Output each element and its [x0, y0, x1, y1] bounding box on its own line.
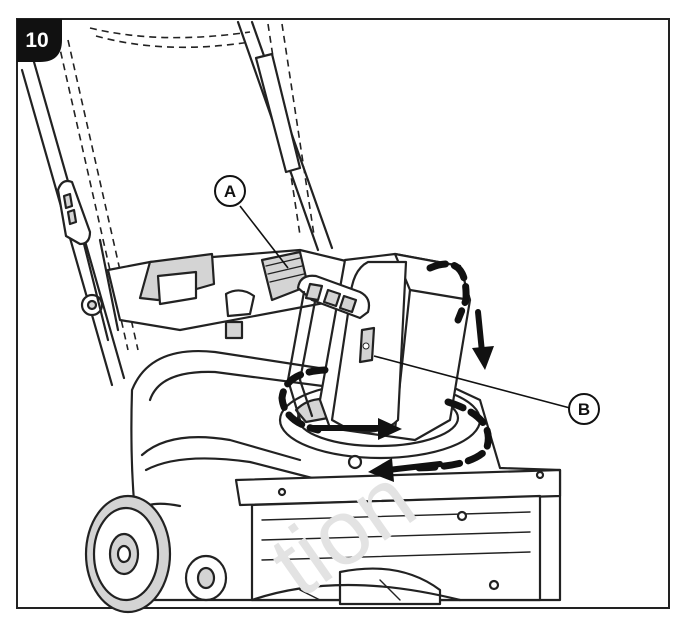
handle-grip — [56, 179, 120, 342]
callout-a-leader — [239, 205, 289, 269]
motion-path-upper-right — [426, 260, 470, 324]
wheel — [84, 494, 228, 614]
callout-leaders — [239, 205, 571, 409]
chute-crank — [286, 274, 371, 422]
motion-path-left — [278, 366, 329, 434]
arrow-down-line — [475, 309, 485, 355]
arrow-left-line — [385, 461, 443, 473]
auger — [250, 579, 462, 602]
callout-b-label: B — [578, 400, 590, 419]
motion-path-lower-right — [406, 398, 492, 472]
snow-thrower-drawing — [20, 20, 562, 614]
engine-body — [106, 248, 352, 340]
step-number: 10 — [25, 29, 48, 52]
callout-a-label: A — [224, 182, 236, 201]
rotation-indicators — [278, 260, 494, 482]
callout-a: A — [214, 175, 246, 207]
arrow-down-head — [472, 346, 494, 370]
step-badge: 10 — [17, 19, 62, 62]
callout-b-leader — [373, 355, 571, 409]
arrow-left-head — [368, 458, 394, 482]
callout-b: B — [568, 393, 600, 425]
arrow-right-head — [378, 418, 402, 440]
discharge-chute — [318, 252, 472, 442]
